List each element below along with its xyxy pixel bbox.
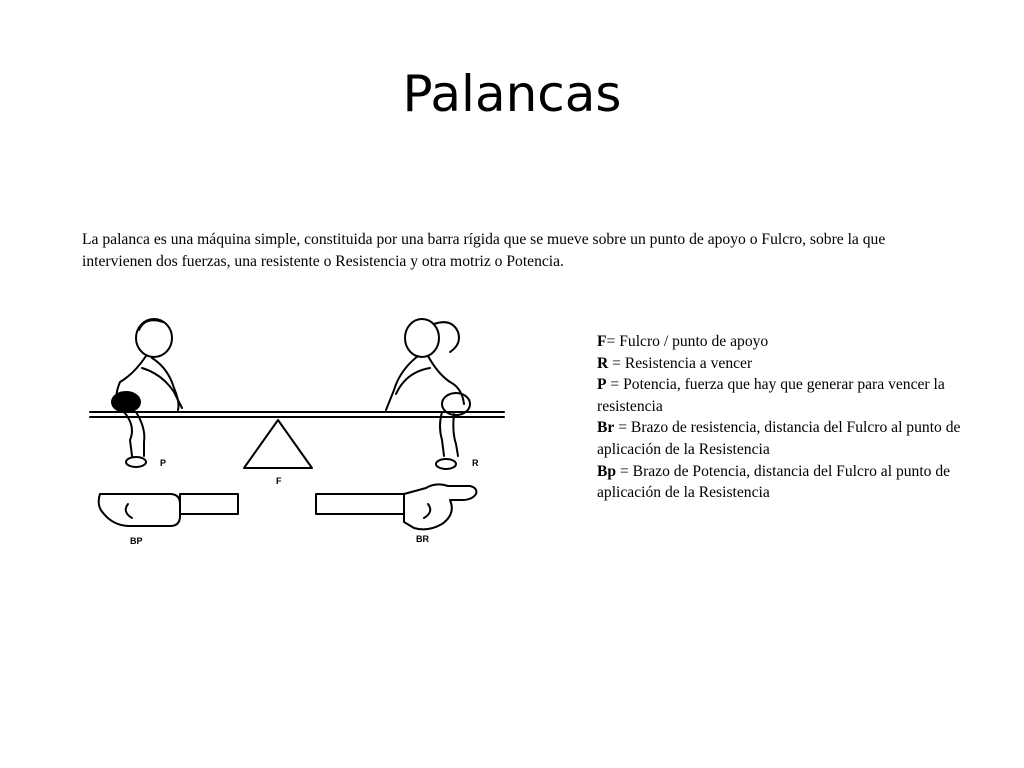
sep-bp: = <box>616 462 633 480</box>
definition-p: P = Potencia, fuerza que hay que generar… <box>597 374 977 417</box>
term-f: F <box>597 333 607 350</box>
sep-r: = <box>608 354 625 372</box>
br-pointing-hand <box>315 483 478 531</box>
sep-f: = <box>606 333 620 350</box>
sep-p: = <box>606 376 624 394</box>
label-p: P <box>160 458 166 468</box>
fulcrum-triangle <box>243 419 313 469</box>
definition-bp: Bp = Brazo de Potencia, distancia del Fu… <box>597 461 977 504</box>
seesaw-drawing: P R F BP BR <box>89 318 505 546</box>
term-bp: Bp <box>597 462 617 480</box>
label-f: F <box>276 476 282 486</box>
girl-figure <box>385 318 471 470</box>
term-br: Br <box>597 419 615 437</box>
definition-r: R = Resistencia a vencer <box>597 353 977 375</box>
text-r: Resistencia a vencer <box>624 354 753 372</box>
text-p: Potencia, fuerza que hay que generar par… <box>597 376 945 415</box>
term-r: R <box>597 354 609 372</box>
definition-f: F= Fulcro / punto de apoyo <box>597 331 977 353</box>
bp-pointing-hand <box>97 493 239 527</box>
definition-br: Br = Brazo de resistencia, distancia del… <box>597 417 977 460</box>
boy-figure <box>111 318 183 468</box>
sep-br: = <box>614 419 631 437</box>
label-r: R <box>472 458 479 468</box>
slide-title: Palancas <box>402 65 622 123</box>
intro-paragraph: La palanca es una máquina simple, consti… <box>82 231 886 270</box>
text-bp: Brazo de Potencia, distancia del Fulcro … <box>597 462 951 502</box>
text-br: Brazo de resistencia, distancia del Fulc… <box>597 419 961 458</box>
label-br: BR <box>416 534 429 544</box>
definitions-list: F= Fulcro / punto de apoyo R = Resistenc… <box>597 331 977 504</box>
term-p: P <box>597 376 607 394</box>
label-bp: BP <box>130 536 143 546</box>
text-f: Fulcro / punto de apoyo <box>619 333 769 350</box>
lever-illustration: P R F BP BR <box>84 308 518 548</box>
